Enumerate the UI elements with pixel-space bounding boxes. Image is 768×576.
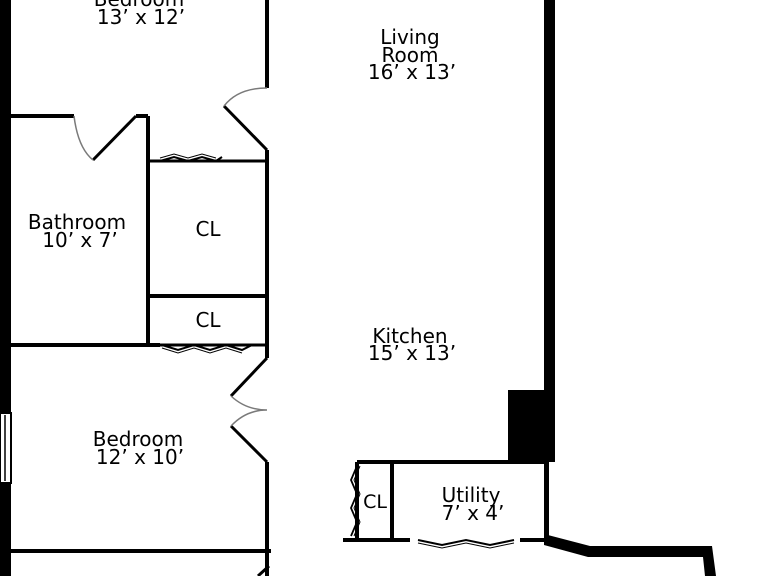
right-exterior-wall	[544, 0, 555, 390]
bedroom-top-size: 13’ x 12’	[97, 5, 185, 29]
left-exterior-wall	[0, 0, 11, 576]
bedroom-top-name: Bedroom	[94, 0, 184, 11]
closet-1-label: CL	[195, 217, 221, 241]
closet-2-bifold-door[interactable]	[161, 343, 253, 352]
bathroom-door-leaf[interactable]	[91, 114, 138, 162]
bathroom-size: 10’ x 7’	[42, 228, 117, 252]
bedroom-bottom-door-swing	[230, 395, 268, 427]
utility-size: 7’ x 4’	[442, 501, 505, 525]
bedroom-bottom-door-leaf-upper[interactable]	[229, 356, 269, 398]
utility-bifold-door-inner	[417, 542, 515, 549]
bathroom-name: Bathroom	[28, 210, 126, 234]
bedroom-bottom-name: Bedroom	[93, 427, 183, 451]
lower-door-leaf[interactable]	[256, 564, 271, 576]
utility-name: Utility	[442, 483, 501, 507]
closet-3-label: CL	[363, 491, 387, 513]
bathroom-door-swing	[73, 115, 94, 161]
utility-right-wall	[544, 462, 549, 540]
closet-3-bifold-door[interactable]	[350, 465, 358, 537]
lower-right-exterior-wall	[544, 534, 716, 576]
kitchen-size: 15’ x 13’	[368, 341, 456, 365]
kitchen-wall-block	[508, 390, 555, 462]
closet-1-bifold-door-inner	[159, 153, 217, 159]
closet-3-bifold-door-inner	[353, 465, 361, 537]
kitchen-name: Kitchen	[372, 324, 447, 348]
bedroom-top-door-swing	[223, 87, 268, 107]
bedroom-top-door-leaf[interactable]	[222, 104, 269, 152]
utility-bifold-door[interactable]	[417, 538, 515, 547]
bedroom-bottom-size: 12’ x 10’	[96, 445, 184, 469]
living-room-size: 16’ x 13’	[368, 60, 456, 84]
closet-2-bifold-door-inner	[161, 347, 243, 354]
closet-2-label: CL	[195, 308, 221, 332]
living-room-name-line2: Room	[382, 43, 439, 67]
bedroom-bottom-door-leaf-lower[interactable]	[229, 424, 269, 464]
closet-1-bifold-door[interactable]	[159, 155, 223, 163]
living-room-name-line1: Living	[380, 25, 439, 49]
